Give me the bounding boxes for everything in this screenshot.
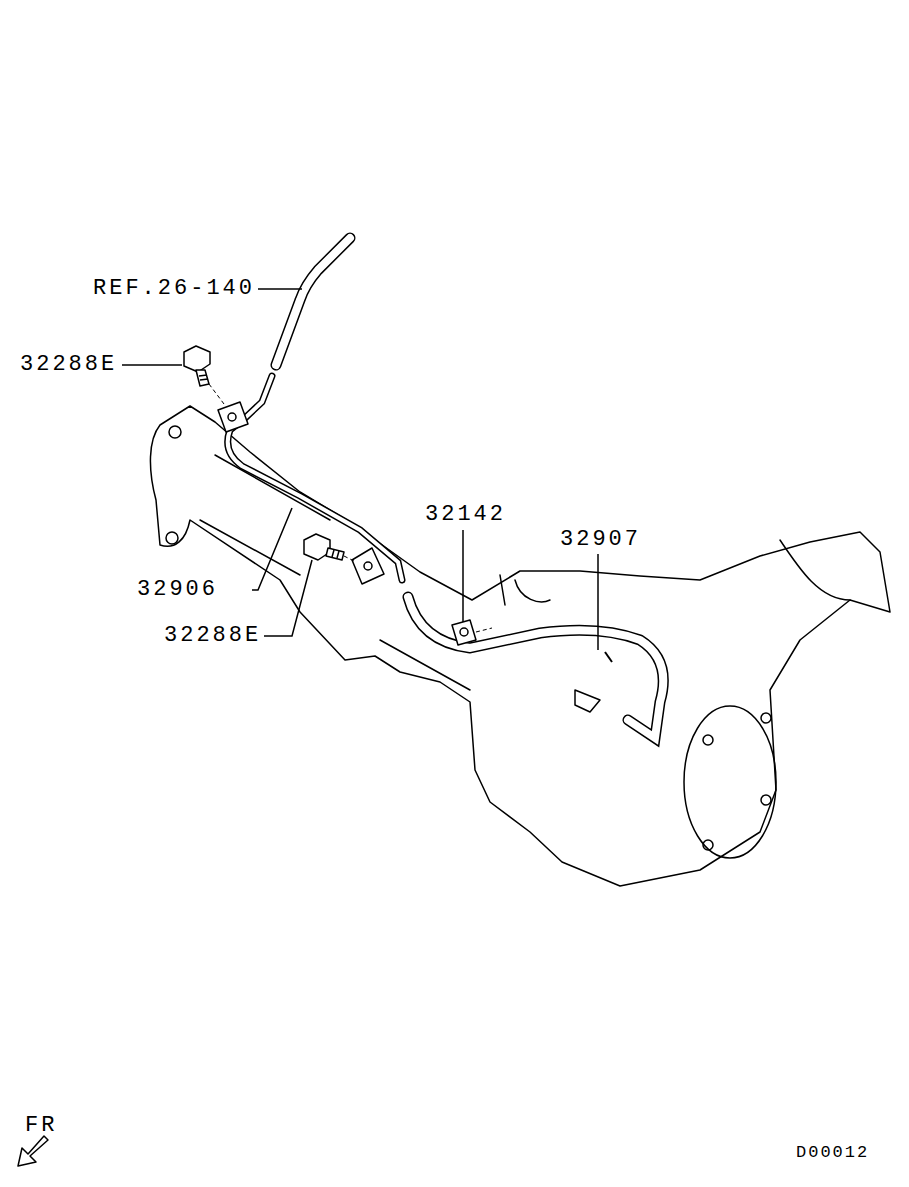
part-number: 32288E [164,625,261,647]
part-number: 32907 [560,529,641,551]
part-number: 32288E [20,354,117,376]
diagram-code: D00012 [796,1144,869,1161]
part-number: 32142 [425,504,506,526]
reference-label: REF.26-140 [93,278,255,300]
part-number: 32906 [137,579,218,601]
direction-label: FR [25,1115,57,1137]
